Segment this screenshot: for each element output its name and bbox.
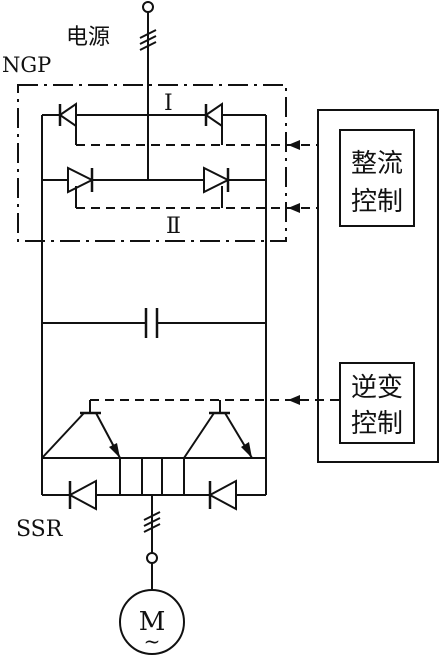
motor: M ~ — [119, 589, 185, 655]
rectifier-gate-arrow-2 — [288, 203, 300, 213]
bridge-2-label: Ⅱ — [166, 214, 181, 239]
motor-ac-symbol: ~ — [144, 629, 161, 653]
output-tick-marks — [143, 511, 161, 533]
rectifier-control-box — [339, 129, 415, 227]
bridge-1-label: Ⅰ — [164, 91, 173, 116]
supply-terminal — [142, 1, 154, 13]
rectifier-control-label-line1: 整流 — [351, 149, 403, 179]
bridge-2-thyristor-right — [203, 166, 231, 208]
output-node-block — [119, 457, 185, 496]
rectifier-gate-arrow-1 — [288, 140, 300, 150]
inverter-control-label-line1: 逆变 — [351, 373, 403, 403]
inverter-control-label-line2: 控制 — [351, 409, 403, 439]
inverter-gate-arrow — [288, 395, 300, 405]
motor-circle — [119, 589, 185, 655]
inverter-transistor-left — [41, 400, 121, 459]
freewheel-diode-right — [207, 479, 237, 511]
motor-terminal — [146, 552, 158, 564]
motor-feed — [143, 495, 161, 596]
ngp-label: NGP — [2, 53, 51, 77]
ngp-boundary — [17, 84, 287, 242]
bridge-1-thyristor-left — [58, 102, 77, 145]
power-supply: 电源 — [66, 1, 157, 180]
bridge-1-thyristor-right — [204, 102, 223, 145]
dc-link-capacitor — [42, 308, 266, 338]
motor-label: M — [139, 607, 166, 637]
rectifier-control-label-line2: 控制 — [351, 187, 403, 217]
freewheel-diode-left — [67, 479, 97, 511]
bridge-2-thyristor-left — [67, 166, 95, 208]
ssr-label: SSR — [16, 517, 64, 542]
inverter-control-box — [339, 362, 415, 444]
three-phase-tick-marks — [139, 29, 157, 51]
power-source-label: 电源 — [66, 25, 110, 50]
inverter-transistor-right — [183, 400, 253, 459]
